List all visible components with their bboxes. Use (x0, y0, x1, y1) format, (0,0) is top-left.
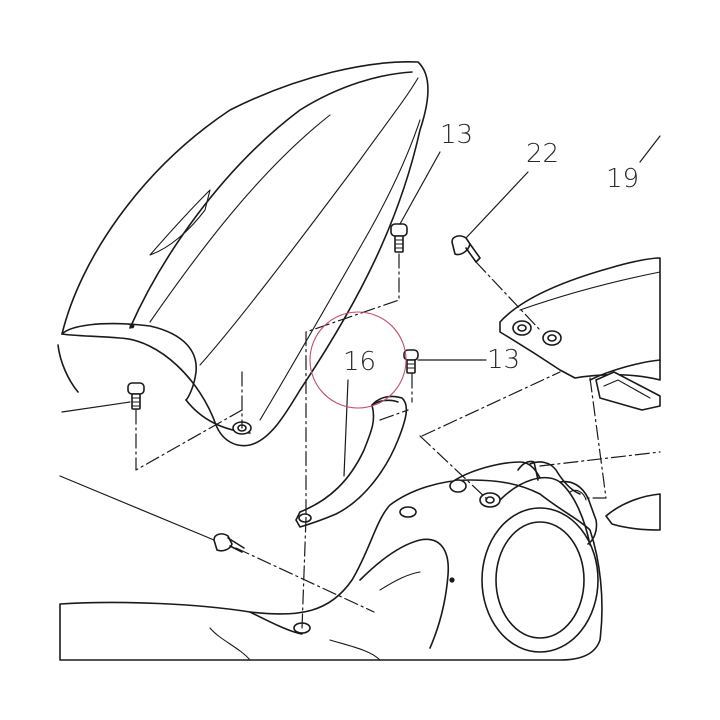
small-bracket-right (595, 371, 661, 411)
swingarm-frame (59, 479, 603, 661)
callout-part-13-upper: 13 (440, 120, 474, 150)
air-duct-ring (449, 460, 599, 653)
bolt-lower-left (213, 533, 245, 553)
callout-part-16: 16 (343, 347, 377, 377)
rear-fender (57, 61, 429, 447)
leader-lines (59, 135, 661, 541)
assembly-lines (135, 253, 661, 629)
screw-left (127, 382, 145, 410)
screw-22 (451, 235, 481, 263)
right-fragment (605, 493, 661, 531)
screw-13-lower (403, 349, 419, 374)
bracket-16 (295, 395, 408, 528)
callout-part-22: 22 (526, 139, 560, 169)
tail-panel-19 (499, 257, 661, 381)
callout-part-19: 19 (606, 164, 640, 194)
screw-13-upper (390, 223, 408, 253)
callout-part-13-lower: 13 (487, 345, 521, 375)
highlight-circle (309, 311, 407, 409)
